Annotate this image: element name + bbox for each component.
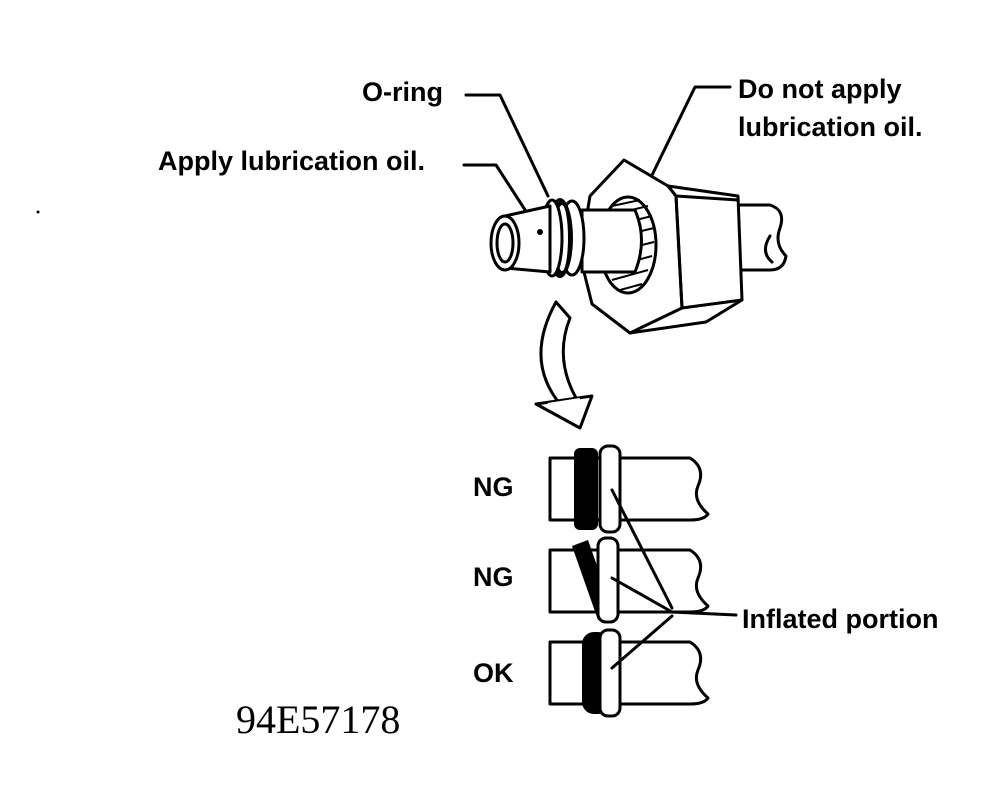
ok-label: OK bbox=[473, 658, 514, 688]
inflated-portion-label: Inflated portion bbox=[742, 604, 938, 634]
pipe-ng-2 bbox=[548, 536, 710, 624]
o-ring-label: O-ring bbox=[362, 77, 443, 107]
right-pipe-stub bbox=[736, 203, 788, 272]
no-oil-label-line1: Do not apply bbox=[738, 74, 902, 104]
pipe-ng-1 bbox=[548, 444, 710, 534]
apply-oil-label: Apply lubrication oil. bbox=[158, 146, 425, 176]
pipe-ok bbox=[548, 628, 710, 718]
stray-dot bbox=[36, 210, 40, 214]
pipe-body bbox=[580, 208, 643, 274]
down-arrow bbox=[534, 300, 594, 430]
ng-label-1: NG bbox=[473, 472, 514, 502]
pipe-fitting-assembly bbox=[489, 158, 788, 335]
ng-label-2: NG bbox=[473, 562, 514, 592]
figure-code: 94E57178 bbox=[236, 697, 400, 742]
no-oil-label-line2: lubrication oil. bbox=[738, 112, 923, 142]
inflated-leader-lines bbox=[610, 488, 738, 670]
